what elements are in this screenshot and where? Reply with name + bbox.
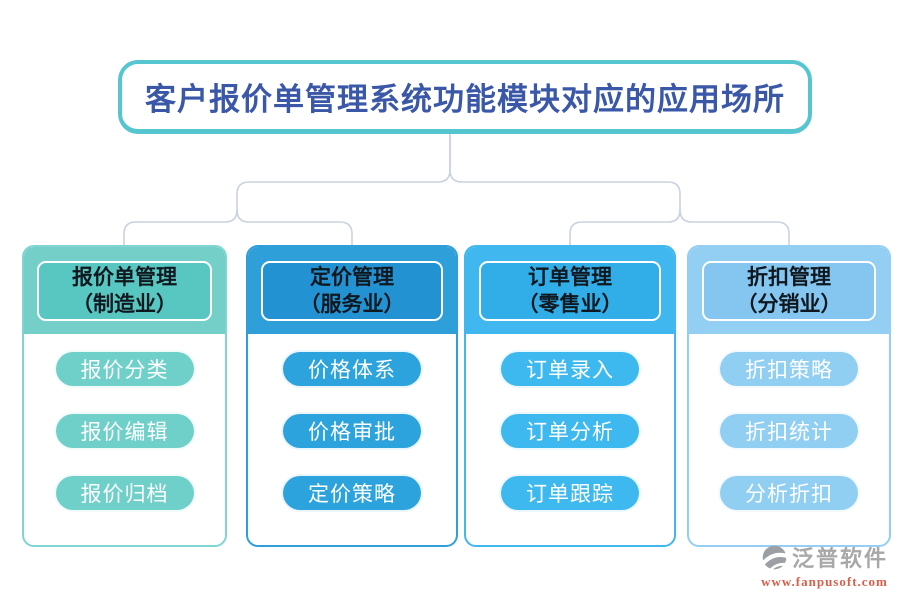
- module-column-discount: 折扣管理 （分销业） 折扣策略 折扣统计 分析折扣: [687, 245, 891, 547]
- column-body: 订单录入 订单分析 订单跟踪: [466, 334, 674, 512]
- column-industry: （分销业）: [736, 291, 842, 316]
- module-column-orders: 订单管理 （零售业） 订单录入 订单分析 订单跟踪: [464, 245, 676, 547]
- module-node: 价格体系: [281, 350, 423, 388]
- module-node: 报价归档: [53, 474, 196, 512]
- vendor-watermark: 泛普软件 www.fanpusoft.com: [760, 541, 888, 590]
- module-node: 报价编辑: [53, 412, 196, 450]
- column-body: 报价分类 报价编辑 报价归档: [24, 334, 225, 512]
- column-title: 定价管理: [310, 264, 394, 289]
- column-industry: （服务业）: [299, 291, 405, 316]
- column-header-band: 折扣管理 （分销业）: [689, 247, 889, 334]
- module-node: 折扣统计: [718, 412, 860, 450]
- column-header: 报价单管理 （制造业）: [37, 260, 212, 321]
- vendor-name: 泛普软件: [791, 546, 888, 571]
- column-header: 折扣管理 （分销业）: [702, 260, 876, 321]
- column-industry: （制造业）: [72, 291, 177, 316]
- column-body: 折扣策略 折扣统计 分析折扣: [689, 334, 889, 512]
- vendor-url: www.fanpusoft.com: [761, 574, 888, 589]
- column-header-band: 定价管理 （服务业）: [248, 247, 456, 334]
- column-title: 报价单管理: [72, 264, 177, 289]
- diagram-title-box: 客户报价单管理系统功能模块对应的应用场所: [118, 60, 812, 134]
- module-node: 定价策略: [281, 474, 423, 512]
- column-header: 订单管理 （零售业）: [479, 260, 661, 321]
- module-node: 订单分析: [499, 412, 641, 450]
- column-header-band: 报价单管理 （制造业）: [24, 247, 225, 334]
- module-node: 价格审批: [281, 412, 423, 450]
- module-node: 订单录入: [499, 350, 641, 388]
- column-title: 折扣管理: [747, 264, 831, 289]
- column-header: 定价管理 （服务业）: [261, 260, 443, 321]
- module-column-quotation: 报价单管理 （制造业） 报价分类 报价编辑 报价归档: [22, 245, 227, 547]
- page-title: 客户报价单管理系统功能模块对应的应用场所: [145, 82, 785, 117]
- module-column-pricing: 定价管理 （服务业） 价格体系 价格审批 定价策略: [246, 245, 458, 547]
- column-body: 价格体系 价格审批 定价策略: [248, 334, 456, 512]
- module-node: 分析折扣: [718, 474, 860, 512]
- column-industry: （零售业）: [517, 291, 623, 316]
- module-node: 报价分类: [53, 350, 196, 388]
- column-title: 订单管理: [528, 264, 612, 289]
- module-node: 折扣策略: [718, 350, 860, 388]
- fanpu-logo-icon: [760, 545, 788, 571]
- module-node: 订单跟踪: [499, 474, 641, 512]
- column-header-band: 订单管理 （零售业）: [466, 247, 674, 334]
